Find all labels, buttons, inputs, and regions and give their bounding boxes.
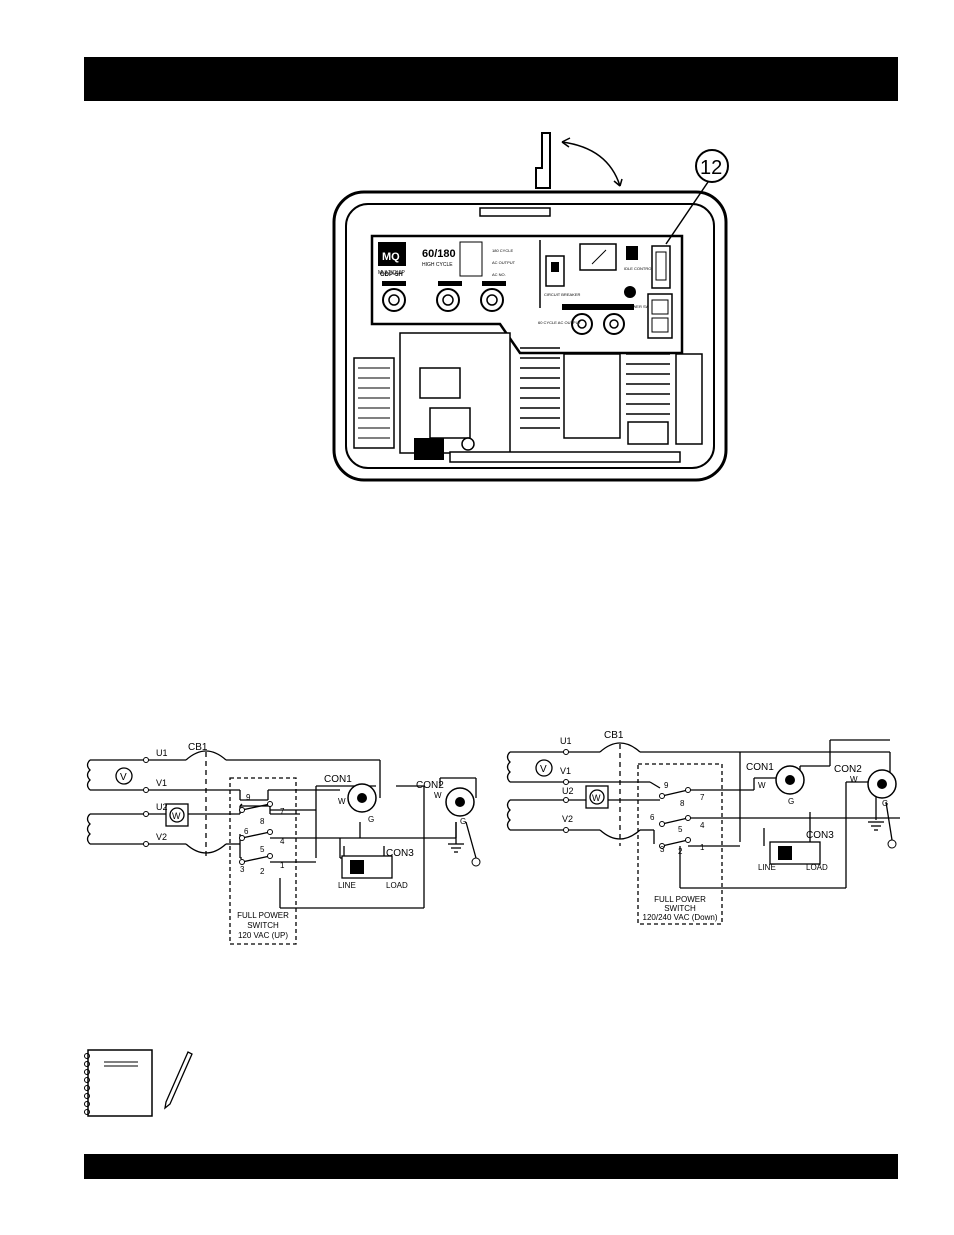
terminal-u2: U2 xyxy=(156,802,168,812)
pin-1: 1 xyxy=(280,861,285,870)
pin-2: 2 xyxy=(260,867,265,876)
panel-label-acno: AC NO. xyxy=(492,272,506,277)
pin-3: 3 xyxy=(240,865,245,874)
con3-load: LOAD xyxy=(386,881,408,890)
terminal-v1: V1 xyxy=(156,778,167,788)
footer-bar xyxy=(84,1154,898,1179)
pin-8: 8 xyxy=(260,817,265,826)
pin-5: 5 xyxy=(260,845,265,854)
callout-number: 12 xyxy=(700,157,722,179)
con1-g-right: G xyxy=(788,797,794,806)
pin-5-right: 5 xyxy=(678,825,683,834)
terminal-v2-right: V2 xyxy=(562,814,573,824)
terminal-u1-right: U1 xyxy=(560,736,572,746)
panel-label-breaker: CIRCUIT BREAKER xyxy=(544,292,580,297)
con3-line: LINE xyxy=(338,881,356,890)
panel-label-fps: FULL POWER SWITCH xyxy=(616,304,659,309)
panel-label-cycle: 180 CYCLE xyxy=(492,248,513,253)
con3-line-right: LINE xyxy=(758,863,776,872)
con1-w: W xyxy=(338,797,346,806)
panel-brand: MULTIQUIP xyxy=(378,270,406,276)
panel-model: GDP-5H xyxy=(380,272,403,278)
panel-rating: 60/180 xyxy=(422,248,456,260)
con3-label-right: CON3 xyxy=(806,830,834,841)
wiring-diagram-120vac: V W U1 V1 U2 V2 CB1 9 8 7 6 5 4 3 2 1 CO… xyxy=(86,742,481,945)
pin-7: 7 xyxy=(280,807,285,816)
terminal-v2: V2 xyxy=(156,832,167,842)
terminal-v1-right: V1 xyxy=(560,766,571,776)
con1-g: G xyxy=(368,815,374,824)
cb1-label-right: CB1 xyxy=(604,730,624,741)
pin-1-right: 1 xyxy=(700,843,705,852)
switch-caption-right-2: SWITCH xyxy=(664,904,696,913)
panel-label-ac: AC OUTPUT xyxy=(492,260,516,265)
con1-label: CON1 xyxy=(324,774,352,785)
con2-w-right: W xyxy=(850,775,858,784)
panel-label-60cycle: 60 CYCLE AC OUTPUT xyxy=(538,320,581,325)
pin-3-right: 3 xyxy=(660,845,665,854)
pin-9-right: 9 xyxy=(664,781,669,790)
switch-caption-2: SWITCH xyxy=(247,921,279,930)
panel-logo: MQ xyxy=(382,251,400,263)
pin-2-right: 2 xyxy=(678,847,683,856)
wiring-diagram-120-240vac: V W U1 V1 U2 V2 CB1 9 8 7 6 5 4 3 2 1 CO… xyxy=(506,730,900,925)
con2-g-right: G xyxy=(882,799,888,808)
con1-label-right: CON1 xyxy=(746,762,774,773)
con2-g: G xyxy=(460,817,466,826)
switch-caption-1: FULL POWER xyxy=(237,911,289,920)
cb1-label: CB1 xyxy=(188,742,208,753)
pin-7-right: 7 xyxy=(700,793,705,802)
pin-9: 9 xyxy=(246,793,251,802)
con2-label: CON2 xyxy=(416,780,444,791)
pin-8-right: 8 xyxy=(680,799,685,808)
con3-load-right: LOAD xyxy=(806,863,828,872)
con1-w-right: W xyxy=(758,781,766,790)
wattmeter-label-right: W xyxy=(592,793,601,803)
terminal-u1: U1 xyxy=(156,748,168,758)
terminal-u2-right: U2 xyxy=(562,786,574,796)
con2-label-right: CON2 xyxy=(834,764,862,775)
switch-caption-right-3: 120/240 VAC (Down) xyxy=(643,913,718,922)
outlet-group-left xyxy=(382,281,506,312)
panel-label-idle: IDLE CONTROL xyxy=(624,266,654,271)
con2-w: W xyxy=(434,791,442,800)
voltmeter-label: V xyxy=(120,772,127,783)
voltmeter-label-right: V xyxy=(540,764,547,775)
pin-4-right: 4 xyxy=(700,821,705,830)
wattmeter-label: W xyxy=(172,811,181,821)
switch-caption-right-1: FULL POWER xyxy=(654,895,706,904)
pin-6-right: 6 xyxy=(650,813,655,822)
generator-illustration: MQ MULTIQUIP 60/180 HIGH CYCLE GDP-5H 18… xyxy=(332,132,729,482)
note-icon xyxy=(84,1049,193,1117)
panel-cycle: HIGH CYCLE xyxy=(422,262,453,268)
pin-4: 4 xyxy=(280,837,285,846)
con3-label: CON3 xyxy=(386,848,414,859)
header-bar xyxy=(84,57,898,101)
pin-6: 6 xyxy=(244,827,249,836)
switch-caption-3: 120 VAC (UP) xyxy=(238,931,288,940)
